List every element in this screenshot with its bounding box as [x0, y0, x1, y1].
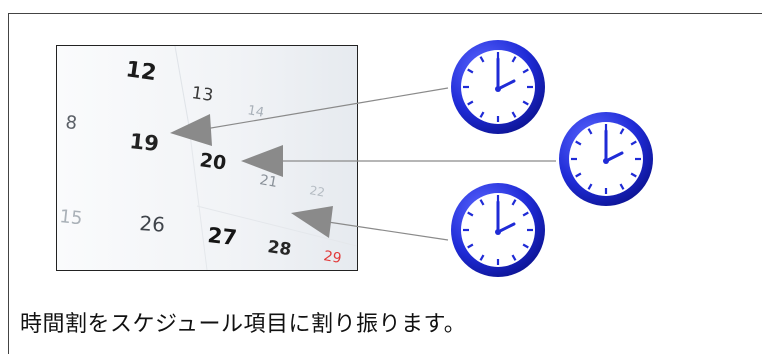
day-26: 26 [139, 211, 166, 237]
day-21: 21 [258, 172, 278, 191]
arrowhead-20 [241, 145, 283, 177]
day-20: 20 [198, 149, 227, 174]
arrowhead-28 [291, 206, 333, 238]
frame-border-top [8, 13, 762, 14]
day-27: 27 [206, 223, 238, 250]
clock-icon [451, 183, 545, 277]
clock-icon [559, 112, 653, 206]
day-28: 28 [266, 237, 292, 260]
day-19: 19 [128, 129, 160, 156]
calendar-svg: 12 13 14 8 19 20 21 22 15 26 27 28 29 [57, 46, 357, 270]
day-15: 15 [58, 206, 83, 229]
clock-icon [451, 40, 545, 134]
arrow-line-19 [204, 87, 449, 130]
day-22: 22 [308, 183, 325, 199]
day-12: 12 [124, 57, 158, 86]
arrow-line-28 [327, 221, 449, 241]
frame-border-left [8, 13, 9, 354]
day-8: 8 [64, 112, 78, 134]
day-13: 13 [190, 83, 214, 106]
day-29: 29 [322, 248, 342, 267]
caption-text: 時間割をスケジュール項目に割り振ります。 [20, 312, 467, 337]
day-14: 14 [246, 103, 265, 121]
calendar-image: 12 13 14 8 19 20 21 22 15 26 27 28 29 [56, 45, 358, 271]
arrowhead-19 [170, 114, 212, 146]
